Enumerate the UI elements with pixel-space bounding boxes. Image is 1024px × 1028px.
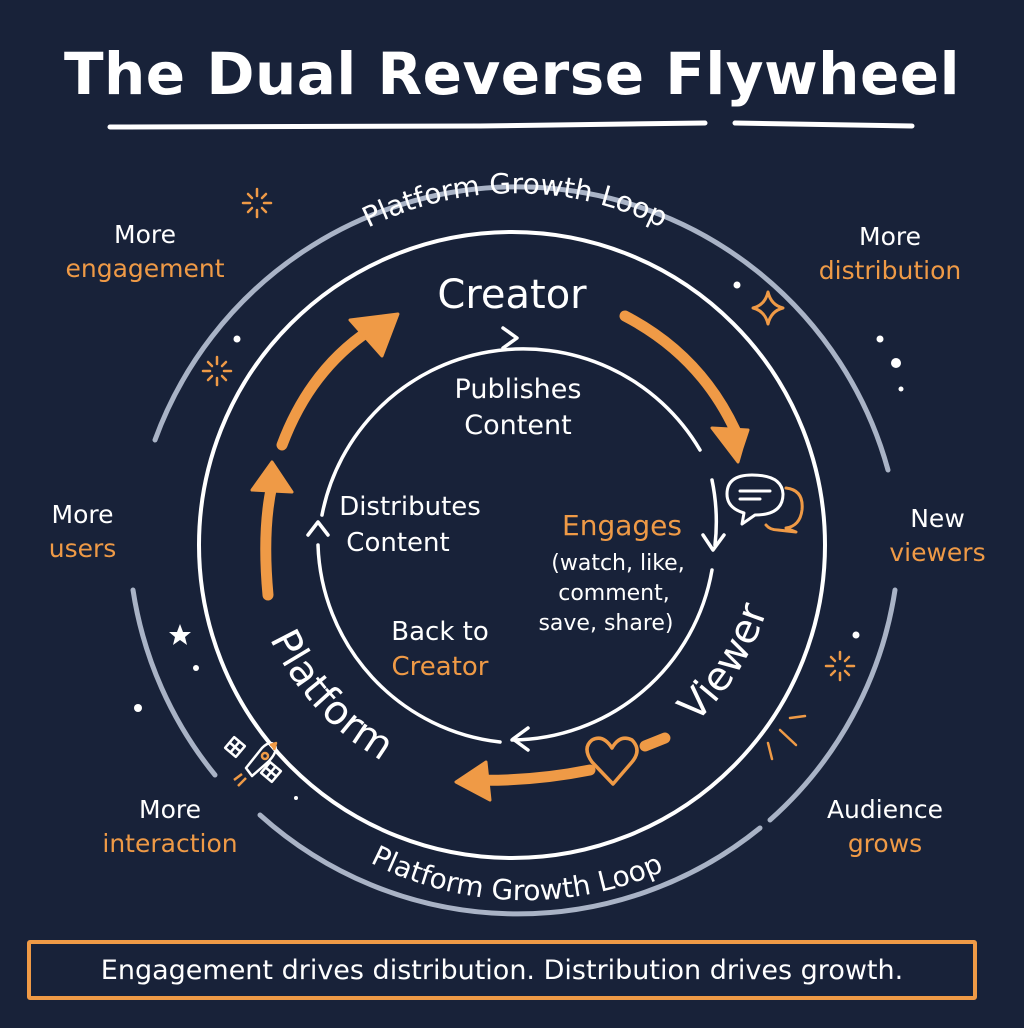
step-back-to-line2: Creator (392, 652, 489, 682)
corner-label-mid-right: New viewers (880, 502, 995, 570)
step-distributes-line2: Content (346, 528, 449, 558)
sparkle-icon (241, 187, 273, 219)
page-title: The Dual Reverse Flywheel (63, 40, 961, 108)
corner-label-bottom-left: More interaction (85, 793, 255, 861)
arrow-platform-to-creator (276, 324, 376, 451)
middle-ring (197, 230, 827, 860)
title-underline (107, 120, 915, 130)
arrowhead-engages (701, 533, 726, 552)
step-engages-heading: Engages (562, 509, 682, 542)
step-back-to-line1: Back to (391, 617, 489, 647)
corner-label-white: New (910, 504, 965, 533)
corner-label-bottom-right: Audience grows (810, 793, 960, 861)
burst-lines-icon (766, 714, 807, 761)
outer-ring-top-label: Platform Growth Loop (357, 167, 673, 234)
outer-ring-arc-top (152, 184, 891, 473)
step-engages-detail-1: (watch, like, (551, 551, 684, 576)
node-creator: Creator (437, 272, 587, 318)
corner-label-top-left: More engagement (55, 218, 235, 286)
arrowhead-distributes (306, 520, 330, 537)
step-engages-detail-3: save, share) (538, 611, 673, 636)
sparkle-icon (824, 650, 856, 682)
corner-label-orange: distribution (818, 256, 962, 285)
corner-label-white: More (139, 795, 201, 824)
outer-ring-arc-right (767, 587, 898, 823)
sparkle-icon (201, 355, 233, 387)
arrow-platform-lower (260, 479, 278, 601)
corner-label-white: More (114, 220, 176, 249)
corner-label-orange: grows (847, 829, 923, 858)
orange-arrowheads (250, 312, 750, 802)
arrow-viewer-tail (639, 732, 671, 752)
inner-loop (306, 326, 726, 752)
corner-label-orange: viewers (889, 538, 986, 567)
orange-arrows (260, 310, 741, 786)
corner-label-white: More (859, 222, 921, 251)
step-publishes-line2: Content (464, 410, 571, 441)
arrow-creator-to-viewer (619, 310, 741, 436)
outer-ring-arc-bottom-right (257, 812, 763, 917)
corner-label-white: Audience (826, 795, 944, 824)
heart-icon (585, 736, 639, 786)
corner-label-orange: interaction (102, 829, 238, 858)
step-engages-detail-2: comment, (558, 581, 670, 606)
node-platform: Platform (261, 622, 402, 770)
footer-tagline: Engagement drives distribution. Distribu… (27, 940, 977, 1000)
outer-ring-arc-left (130, 587, 218, 778)
corner-label-orange: engagement (65, 254, 225, 283)
corner-label-mid-left: More users (30, 498, 135, 566)
star-icon (169, 624, 191, 645)
chat-bubbles-icon (725, 473, 804, 534)
rocket-satellite-icon (223, 735, 283, 787)
sparkle-icon (751, 290, 785, 326)
arrowhead-back (511, 726, 530, 752)
corner-label-white: More (51, 500, 114, 529)
sparkle-icons (201, 187, 856, 761)
node-viewer: Viewer (670, 597, 777, 731)
step-publishes-line1: Publishes (455, 374, 582, 405)
step-distributes-line1: Distributes (339, 492, 481, 522)
outer-ring (130, 184, 898, 917)
corner-label-orange: users (48, 534, 117, 563)
decorative-dots (134, 281, 904, 800)
arrowhead-publishes (501, 326, 519, 350)
corner-label-top-right: More distribution (800, 220, 980, 288)
